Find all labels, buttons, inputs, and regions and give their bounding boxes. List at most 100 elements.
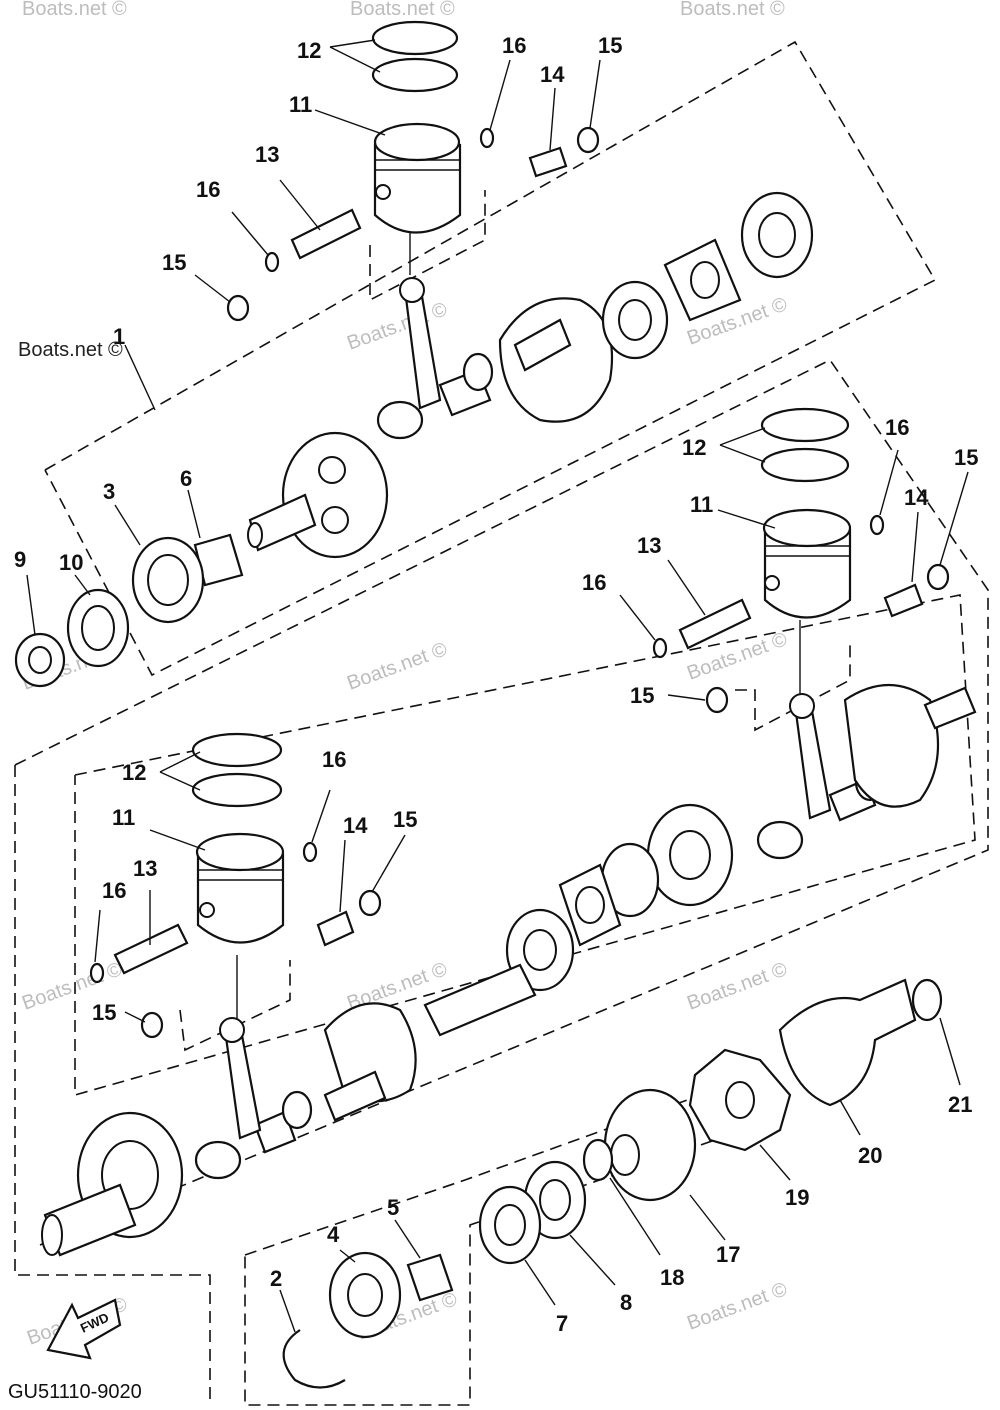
bearing-bore xyxy=(758,212,796,258)
callout-15: 15 xyxy=(954,445,978,470)
rod-big-end xyxy=(376,400,424,440)
watermark: Boats.net © xyxy=(344,638,450,695)
leader-line xyxy=(689,1194,726,1241)
circlip xyxy=(264,251,280,273)
leader-line xyxy=(26,574,36,636)
damper-bore xyxy=(725,1081,755,1119)
seal-bore xyxy=(81,605,115,651)
rod-small-end xyxy=(219,1017,245,1043)
leader-line xyxy=(329,46,381,73)
lower-assembly-outline xyxy=(14,358,989,1246)
drawing-code: GU51110-9020 xyxy=(8,1381,142,1403)
leader-line xyxy=(194,274,231,303)
leader-line xyxy=(549,87,556,151)
upper-piston-group xyxy=(226,20,600,322)
washer xyxy=(576,126,600,154)
rod-big-end xyxy=(756,820,804,860)
circlip xyxy=(479,127,495,149)
seal-bore xyxy=(690,261,720,299)
callout-19: 19 xyxy=(785,1185,809,1210)
leader-line xyxy=(667,694,706,701)
shaft-end xyxy=(247,522,263,548)
callout-13: 13 xyxy=(133,856,157,881)
bearing-bore xyxy=(669,830,711,880)
middle-piston-notch xyxy=(735,640,851,732)
leader-lines xyxy=(26,39,969,1333)
leader-line xyxy=(94,909,101,963)
callout-14: 14 xyxy=(540,62,565,87)
callout-15: 15 xyxy=(162,250,186,275)
circlip xyxy=(302,841,318,863)
callout-15: 15 xyxy=(393,807,417,832)
crank-flywheel-web xyxy=(281,431,389,559)
washer xyxy=(911,978,943,1022)
leader-line xyxy=(371,834,406,893)
piston-pin-boss xyxy=(375,184,391,200)
piston xyxy=(373,143,462,234)
washer xyxy=(705,686,729,714)
middle-inner-outline xyxy=(74,594,976,1097)
leader-line xyxy=(667,559,706,616)
callout-16: 16 xyxy=(196,177,220,202)
circlip xyxy=(869,514,885,536)
leader-line xyxy=(159,771,201,791)
bearing-bore xyxy=(347,1273,383,1317)
leader-line xyxy=(394,1219,421,1259)
leader-line xyxy=(329,39,376,48)
callout-10: 10 xyxy=(59,550,83,575)
piston-ring xyxy=(191,732,283,768)
watermark: Boats.net © xyxy=(350,0,455,20)
piston xyxy=(763,528,852,619)
leader-line xyxy=(124,344,156,411)
callout-15: 15 xyxy=(598,33,622,58)
leader-line xyxy=(279,179,321,231)
piston-ring xyxy=(191,772,283,808)
callout-16: 16 xyxy=(502,33,526,58)
piston-crown xyxy=(195,832,285,872)
leader-line xyxy=(339,839,346,913)
piston-crown xyxy=(762,508,852,548)
callout-2: 2 xyxy=(270,1266,282,1291)
watermark: Boats.net © xyxy=(684,958,790,1015)
needle-bearing xyxy=(528,146,568,178)
lower-assembly-left-edge xyxy=(14,765,211,1405)
leader-line xyxy=(939,1017,961,1086)
piston-ring xyxy=(371,20,459,56)
callout-3: 3 xyxy=(103,479,115,504)
leader-line xyxy=(719,427,766,446)
crank-pin xyxy=(253,1110,297,1154)
circlip xyxy=(89,962,105,984)
leader-line xyxy=(609,1177,661,1256)
piston-pin xyxy=(113,923,189,975)
callout-7: 7 xyxy=(556,1311,568,1336)
leader-line xyxy=(939,471,969,566)
circlip xyxy=(652,637,668,659)
thrust-washer xyxy=(281,1090,313,1130)
callout-11: 11 xyxy=(690,492,713,517)
callout-18: 18 xyxy=(660,1265,684,1290)
leader-line xyxy=(839,1099,861,1136)
rod-small-end xyxy=(399,277,425,303)
needle-bearing xyxy=(883,583,924,618)
leader-line xyxy=(74,574,91,596)
lower-crank-group xyxy=(41,683,977,1257)
leader-line xyxy=(231,211,269,256)
leader-line xyxy=(524,1259,556,1306)
callout-4: 4 xyxy=(327,1222,340,1247)
piston-ring xyxy=(760,407,850,443)
callout-11: 11 xyxy=(112,805,135,830)
bottom-assembly-outline xyxy=(244,1088,716,1406)
leader-line xyxy=(339,1249,356,1263)
seal-bore xyxy=(539,1179,571,1221)
coupling-bore xyxy=(610,1134,640,1176)
callout-5: 5 xyxy=(387,1195,399,1220)
leader-line xyxy=(489,59,511,131)
callout-12: 12 xyxy=(122,760,146,785)
leader-line xyxy=(719,444,766,463)
coupling-group xyxy=(282,978,943,1389)
leader-line xyxy=(717,509,776,529)
washer xyxy=(926,563,950,591)
piston-pin xyxy=(290,208,362,260)
leader-line xyxy=(124,1011,146,1023)
callout-11: 11 xyxy=(289,92,312,117)
